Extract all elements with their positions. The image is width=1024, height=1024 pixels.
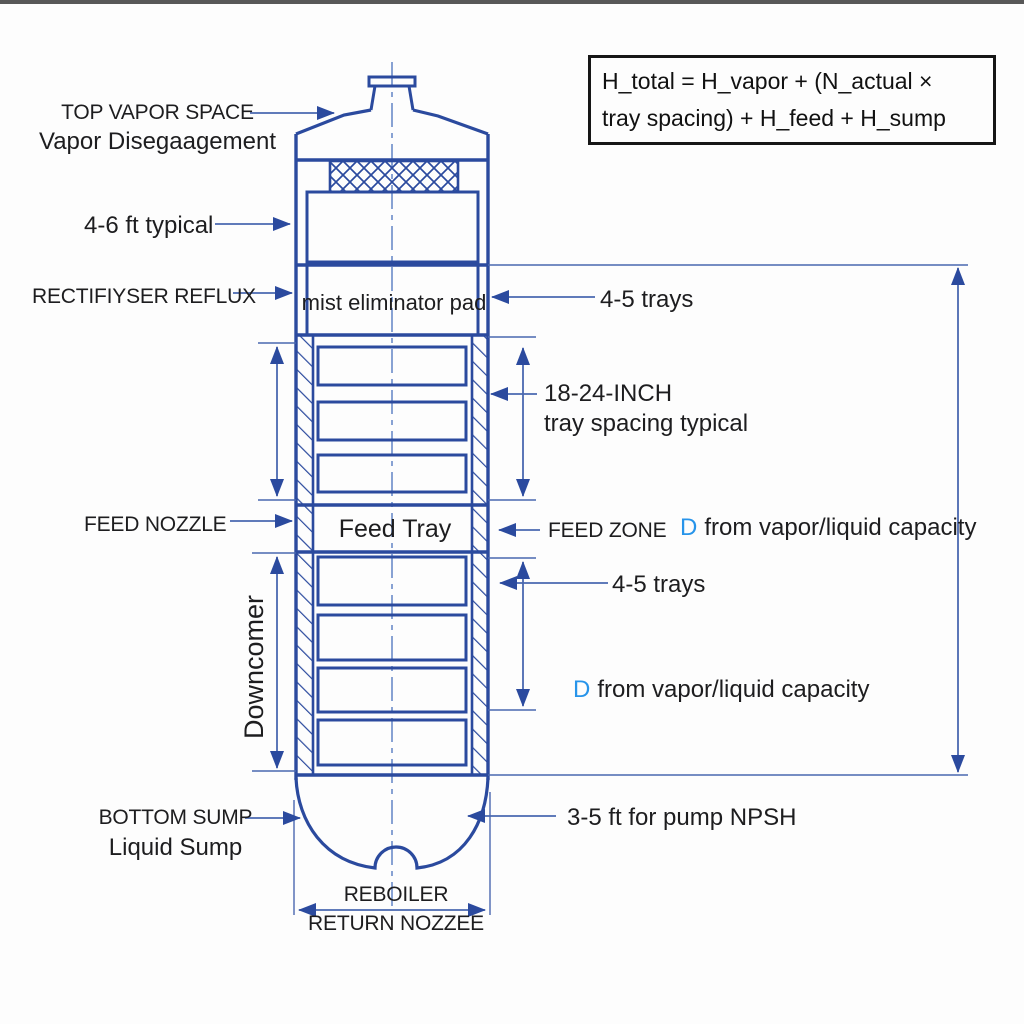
- upper-tray-count-label: 4-5 trays: [600, 286, 694, 313]
- dim-lower-right: [488, 557, 536, 711]
- tray: [316, 453, 468, 494]
- tray: [316, 345, 468, 387]
- tray: [316, 613, 468, 662]
- vapor-outlet-nozzle: [367, 75, 417, 111]
- tray: [316, 718, 468, 767]
- bottom-sump-label: BOTTOM SUMP Liquid Sump: [58, 803, 293, 863]
- feed-zone-label: FEED ZONE: [548, 519, 667, 542]
- trays: [316, 345, 468, 767]
- formula-line-1: H_total = H_vapor + (N_actual ×: [602, 68, 933, 94]
- reboiler-line-1: REBOILER: [343, 883, 449, 906]
- capacity-note-text: from vapor/liquid capacity: [597, 676, 870, 703]
- tray-spacing-label: 18-24-INCH tray spacing typical: [544, 379, 748, 439]
- top-vapor-space-label: TOP VAPOR SPACE Vapor Disegaagement: [25, 98, 290, 156]
- tray-spacing-line-2: tray spacing typical: [544, 410, 749, 437]
- downcomer-hatch-strips: [294, 333, 490, 777]
- feed-tray-label: Feed Tray: [338, 515, 452, 543]
- tray: [316, 400, 468, 442]
- top-vapor-space-title: TOP VAPOR SPACE: [61, 101, 254, 124]
- npsh-label: 3-5 ft for pump NPSH: [567, 804, 797, 831]
- leader-arrows: [215, 106, 608, 825]
- scan-edge-strip: [0, 0, 1024, 4]
- reboiler-line-2: RETURN NOZZEE: [308, 912, 484, 935]
- vapor-space-box: [305, 190, 480, 264]
- mist-eliminator-pad: [328, 159, 460, 194]
- bottom-head: [294, 777, 490, 870]
- liquid-sump-subtitle: Liquid Sump: [108, 834, 243, 861]
- height-formula-box: H_total = H_vapor + (N_actual × tray spa…: [588, 55, 996, 145]
- mist-eliminator-label: mist eliminator pad: [301, 290, 487, 315]
- formula-line-2: tray spacing) + H_feed + H_sump: [602, 105, 946, 131]
- dim-downcomer: [252, 552, 296, 772]
- downcomer-label: Downcomer: [239, 594, 269, 740]
- lower-tray-count-label: 4-5 trays: [612, 571, 706, 598]
- tray-spacing-line-1: 18-24-INCH: [544, 380, 673, 407]
- capacity-note-text: from vapor/liquid capacity: [704, 514, 977, 541]
- dimension-lines: [252, 264, 968, 917]
- reboiler-return-label: REBOILER RETURN NOZZEE: [302, 880, 490, 938]
- top-height-label: 4-6 ft typical: [84, 212, 214, 239]
- dim-tray-spacing: [488, 336, 536, 501]
- rectifier-reflux-label: RECTIFIYSER REFLUX: [32, 285, 256, 308]
- tray: [316, 555, 468, 607]
- feed-nozzle-label: FEED NOZZLE: [84, 513, 227, 536]
- dim-total-height: [488, 264, 968, 776]
- dim-upper-left: [258, 342, 296, 501]
- vapor-disengagement-subtitle: Vapor Disegaagement: [38, 128, 277, 155]
- bottom-sump-title: BOTTOM SUMP: [98, 806, 253, 829]
- diameter-symbol: D: [573, 676, 591, 703]
- mist-section-box: [305, 263, 480, 337]
- diameter-symbol: D: [680, 514, 698, 541]
- tray: [316, 666, 468, 714]
- top-head: [295, 108, 489, 136]
